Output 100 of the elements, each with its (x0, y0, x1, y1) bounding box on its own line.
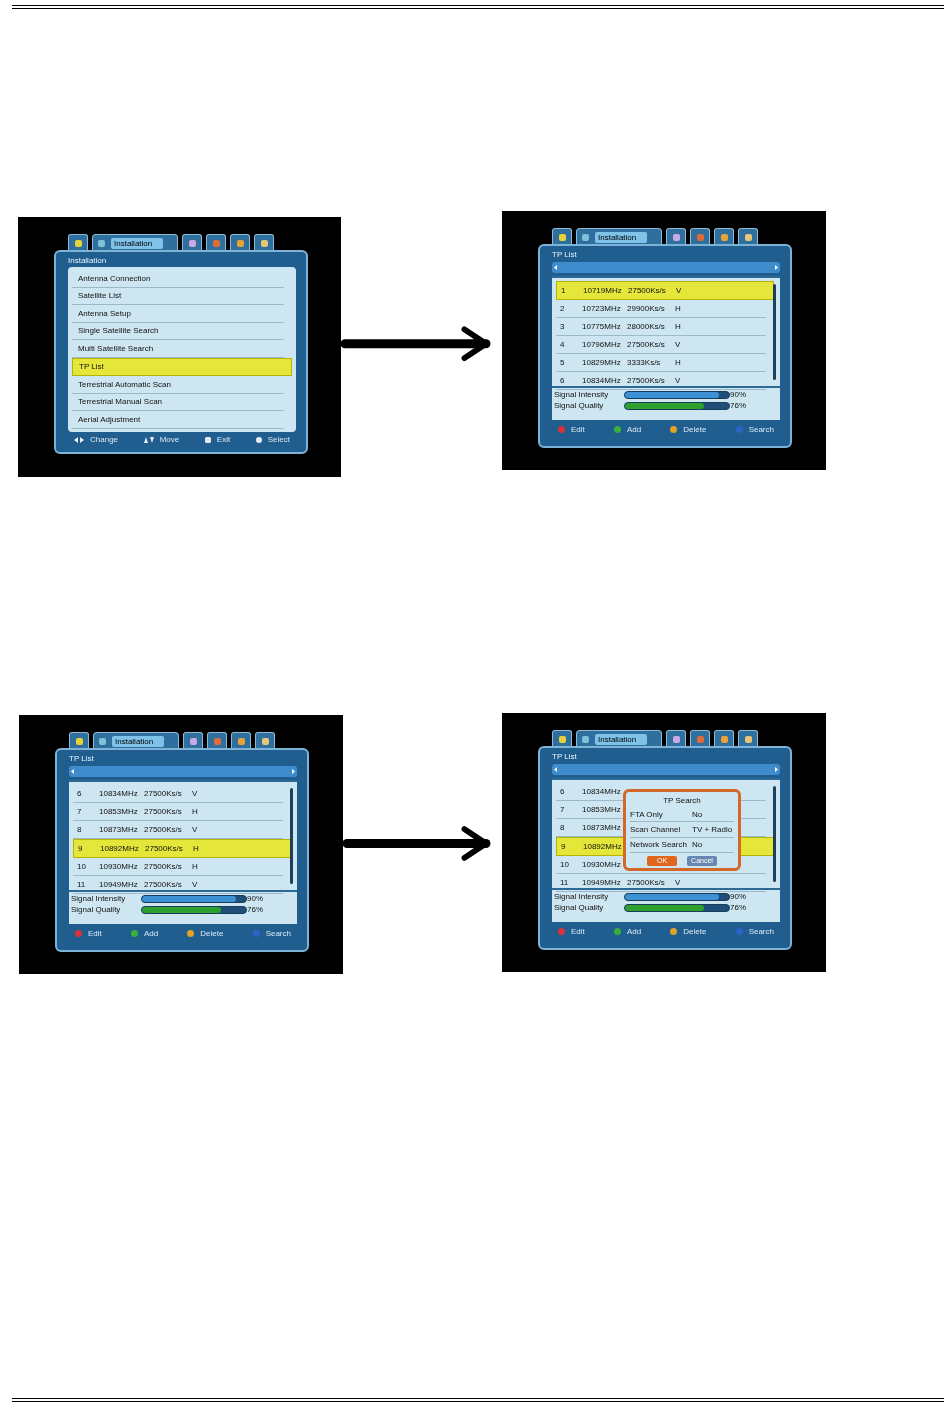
list-cell-text: 10892MHz (583, 842, 623, 851)
list-cell-text: 9 (561, 842, 567, 851)
search-dialog (623, 789, 741, 871)
list-cell-text: 4 (560, 340, 566, 349)
menu-item: Antenna Connection (78, 273, 151, 283)
menu-item: Satellite List (78, 291, 122, 301)
list-cell-text: 10949MHz (582, 878, 622, 887)
list-cell-text: H (675, 304, 682, 313)
key-hint: Add (626, 424, 642, 434)
signal-label: Signal Intensity (71, 894, 127, 903)
signal-value: 76% (247, 905, 264, 914)
dialog-title: TP Search (663, 795, 701, 807)
signal-value: 90% (247, 894, 264, 903)
list-cell-text: 3 (560, 322, 566, 331)
key-hint: Move (159, 435, 180, 445)
list-cell-text: 28000Ks/s (627, 322, 666, 331)
list-cell-text: 27500Ks/s (628, 286, 667, 295)
list-cell-text: 27500Ks/s (627, 340, 666, 349)
panel-title: Installation (68, 255, 107, 267)
list-cell-text: 3333Ks/s (627, 358, 662, 367)
option-value: No (692, 840, 704, 850)
key-hint: Add (626, 926, 642, 936)
list-cell-text: H (193, 844, 200, 853)
list-cell-text: V (675, 376, 682, 385)
menu-item: Terrestrial Automatic Scan (78, 379, 171, 389)
menu-item: Single Satellite Search (78, 326, 159, 336)
list-cell-text: H (675, 358, 682, 367)
key-hint: Edit (571, 926, 585, 936)
list-cell-text: 11 (77, 880, 87, 889)
list-cell-text: 5 (560, 358, 566, 367)
key-hint: Search (748, 926, 774, 936)
option-label: Scan Channel (630, 825, 682, 834)
list-cell-text: 8 (560, 823, 566, 832)
option-value: No (692, 809, 704, 819)
list-cell-text: 7 (560, 805, 566, 814)
option-label: Network Search (630, 840, 688, 850)
list-cell-text: V (192, 825, 199, 834)
tab-label: Installation (111, 237, 163, 249)
list-cell-text: 10873MHz (99, 825, 139, 834)
key-hint: Delete (683, 424, 707, 434)
tab-label: Installation (112, 735, 164, 747)
tv-screen (502, 211, 826, 470)
list-cell-text: 27500Ks/s (627, 376, 666, 385)
signal-label: Signal Intensity (554, 892, 610, 901)
menu-item: Aerial Adjustment (78, 414, 141, 424)
tab-label: Installation (595, 733, 647, 745)
list-cell-text: 10892MHz (100, 844, 140, 853)
list-cell-text: 6 (77, 789, 83, 798)
key-hint: Add (143, 928, 159, 938)
key-hint: Edit (571, 424, 585, 434)
signal-value: 90% (730, 390, 747, 399)
tv-screen (18, 217, 341, 477)
list-cell-text: H (192, 862, 199, 871)
list-cell-text: 10853MHz (582, 805, 622, 814)
list-cell-text: 6 (560, 787, 566, 796)
list-cell-text: 27500Ks/s (144, 807, 183, 816)
list-cell-text: 7 (77, 807, 83, 816)
list-cell-text: 10949MHz (99, 880, 139, 889)
key-hint: Change (90, 435, 119, 445)
panel-title: TP List (69, 753, 94, 765)
list-cell-text: 27500Ks/s (627, 878, 666, 887)
list-cell-text: 10829MHz (582, 358, 622, 367)
menu-item: Antenna Setup (78, 308, 131, 318)
list-cell-text: V (676, 286, 683, 295)
key-hint: Edit (88, 928, 102, 938)
list-cell-text: 10930MHz (99, 862, 139, 871)
list-cell-text: H (192, 807, 199, 816)
list-cell-text: 10796MHz (582, 340, 622, 349)
list-cell-text: 10834MHz (582, 376, 622, 385)
tv-screen (19, 715, 343, 974)
panel-title: TP List (552, 249, 577, 261)
list-cell-text: 2 (560, 304, 566, 313)
list-cell-text: H (675, 322, 682, 331)
signal-value: 76% (730, 401, 747, 410)
list-cell-text: 10873MHz (582, 823, 622, 832)
tab-label: Installation (595, 231, 647, 243)
list-cell-text: 10834MHz (99, 789, 139, 798)
list-cell-text: 6 (560, 376, 566, 385)
list-cell-text: 10723MHz (582, 304, 622, 313)
arrow (342, 826, 491, 861)
list-cell-text: 10930MHz (582, 860, 622, 869)
list-cell-text: V (192, 880, 199, 889)
list-cell-text: 27500Ks/s (144, 825, 183, 834)
signal-value: 90% (730, 892, 747, 901)
list-cell-text: 1 (561, 286, 567, 295)
signal-label: Signal Intensity (554, 390, 610, 399)
list-cell-text: 10 (77, 862, 87, 871)
option-value: TV + Radio (692, 825, 734, 834)
key-hint: Select (267, 435, 290, 445)
list-cell-text: 10775MHz (582, 322, 622, 331)
list-cell-text: 10834MHz (582, 787, 622, 796)
list-cell-text: 9 (78, 844, 84, 853)
menu-item: Multi Satellite Search (78, 343, 154, 353)
list-cell-text: V (675, 878, 682, 887)
key-hint: Exit (216, 435, 231, 445)
menu-item: TP List (79, 362, 104, 372)
list-cell-text: V (192, 789, 199, 798)
list-cell-text: 11 (560, 878, 570, 887)
list-cell-text: V (675, 340, 682, 349)
arrow (340, 326, 491, 362)
